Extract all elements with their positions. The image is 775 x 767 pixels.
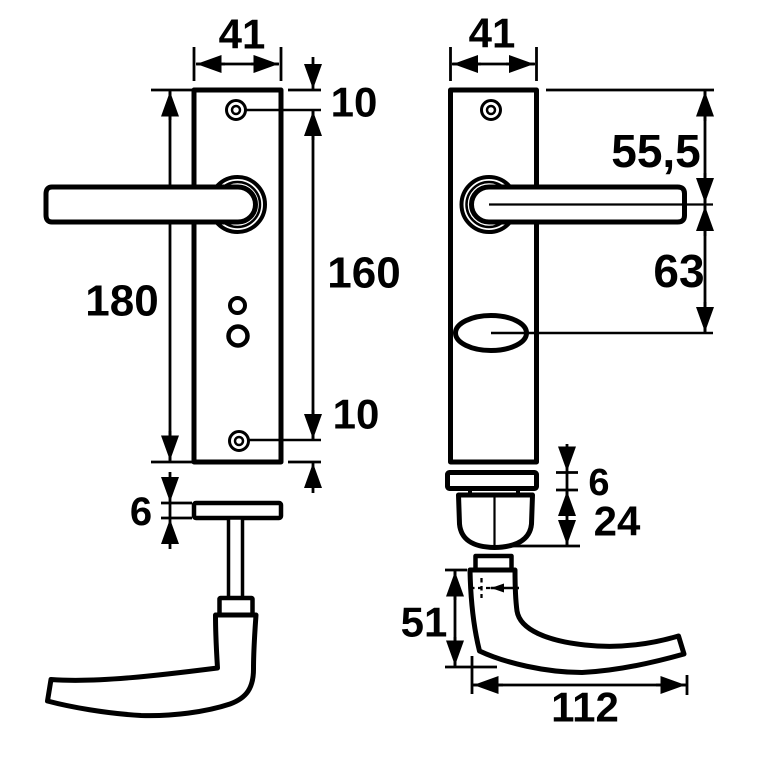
screw-hole-top-center — [230, 104, 242, 116]
dim-label-plate-height: 180 — [85, 277, 158, 326]
loose-rose-plate — [191, 500, 284, 521]
dim-label-plate-width-left: 41 — [219, 11, 266, 58]
dim-label-handle-length: 112 — [551, 684, 619, 731]
handle-collar — [217, 595, 255, 618]
spindle — [226, 516, 245, 601]
right-view — [445, 47, 714, 695]
backplate-right — [448, 87, 539, 465]
dim-label-bottom-screw-offset: 10 — [333, 391, 380, 438]
lever-handle-side — [45, 612, 259, 719]
dim-handle-height — [445, 568, 497, 694]
cylinder-hole-large — [226, 324, 250, 348]
dim-label-rose-thickness-right: 6 — [588, 462, 609, 504]
dim-handle-length — [472, 675, 689, 695]
dim-label-screw-spacing: 160 — [327, 249, 400, 298]
dim-label-top-screw-offset: 10 — [331, 79, 378, 126]
backplate-left — [191, 87, 284, 465]
dim-label-handle-height: 51 — [401, 599, 448, 646]
screw-hole-bottom-center — [233, 435, 245, 447]
cylinder-hole-small — [228, 296, 247, 315]
left-view — [43, 47, 322, 719]
dim-label-top-to-handle: 55,5 — [611, 125, 701, 177]
dim-handle-position-chain — [489, 88, 714, 335]
dim-label-spring-unit-height: 24 — [594, 498, 641, 545]
dim-rose-thickness-left — [161, 472, 192, 549]
dim-label-rose-thickness-left: 6 — [130, 490, 152, 534]
dim-screw-chain-left — [246, 57, 322, 493]
lever-handle-front — [43, 184, 258, 225]
dim-label-handle-to-turn: 63 — [653, 245, 704, 297]
loose-rose-plate — [445, 470, 539, 491]
lever-handle-side — [467, 567, 687, 675]
screw-hole-top-center — [485, 104, 497, 116]
dim-rose-and-spring-unit — [556, 444, 578, 546]
dim-plate-width-right — [449, 47, 538, 81]
dim-plate-width-left — [192, 47, 283, 81]
dim-label-plate-width-right: 41 — [469, 10, 516, 57]
dim-plate-height — [151, 88, 192, 464]
